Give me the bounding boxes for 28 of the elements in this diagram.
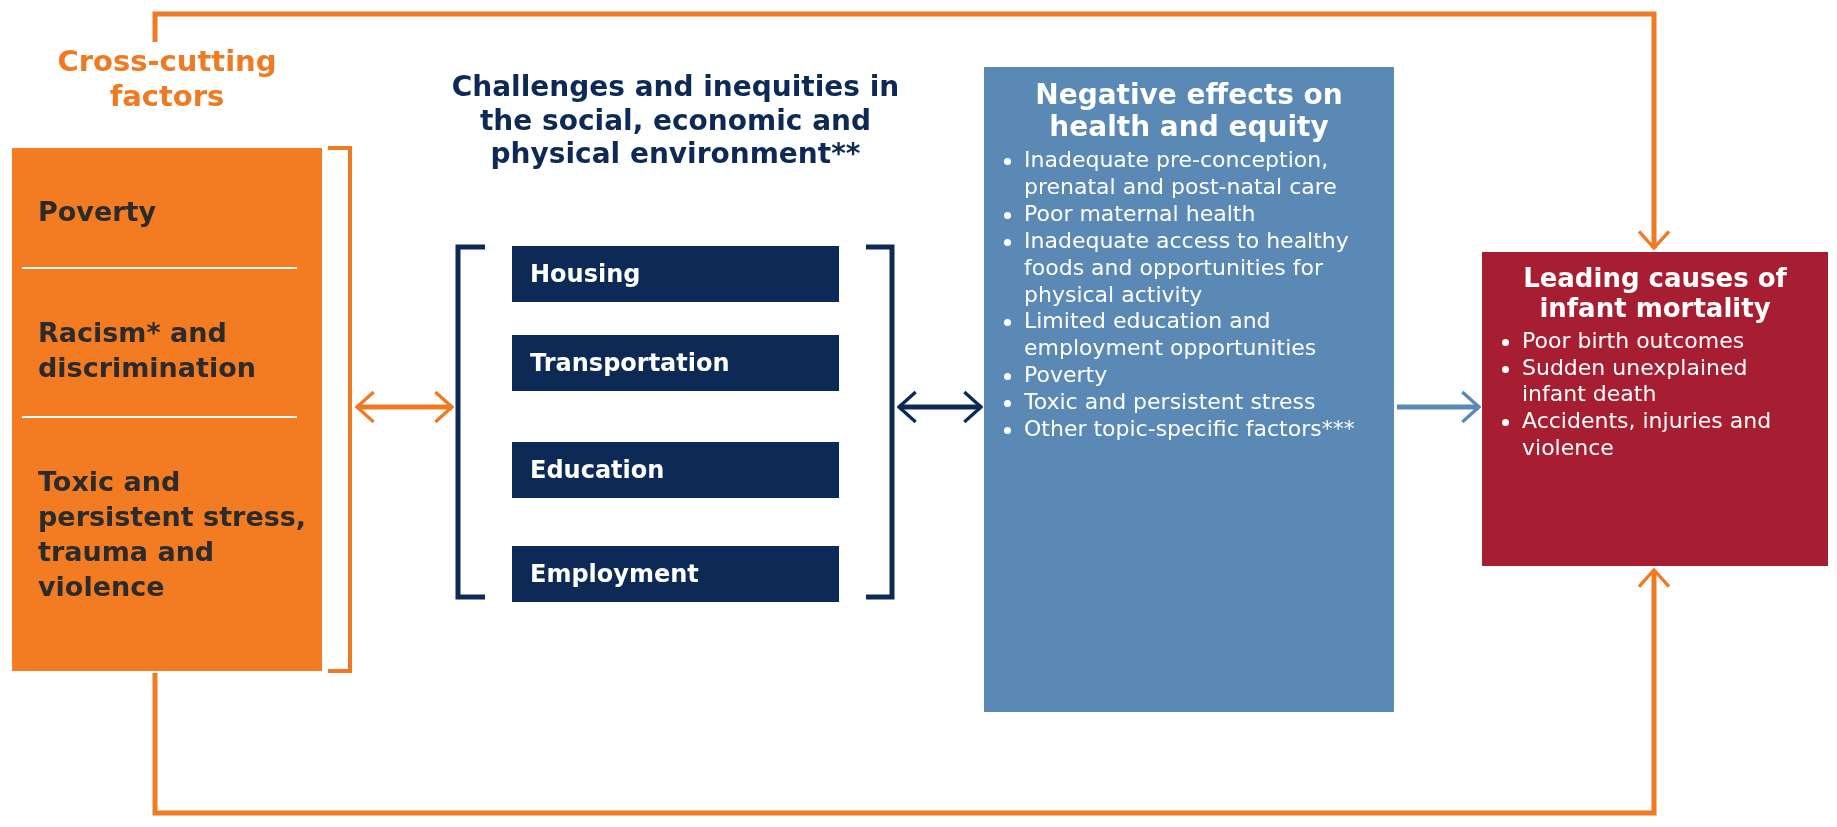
box-heading: Leading causes of infant mortality <box>1522 264 1788 324</box>
box-heading: Negative effects on health and equity <box>1034 79 1344 144</box>
causes-box <box>1482 252 1828 566</box>
category-box: Employment <box>512 546 839 602</box>
bullet-item: Other topic-specific factors*** <box>998 415 1380 443</box>
bullet-item: Sudden unexplained infant death <box>1496 354 1814 409</box>
factor-text: Racism* and discrimination <box>38 316 257 386</box>
bullet-item: Inadequate access to healthy foods and opportunities for physical activity <box>998 227 1380 309</box>
bullet-item: Poverty <box>998 362 1380 389</box>
bullet-item: Inadequate pre-conception, prenatal and post-natal care <box>998 147 1380 202</box>
group-heading: Challenges and inequities in the social, economic and physical environment** <box>450 70 901 171</box>
arrow <box>355 390 454 424</box>
bullet-item: Toxic and persistent stress <box>998 388 1380 416</box>
arrow <box>1397 390 1481 424</box>
category-box: Housing <box>512 246 839 302</box>
bullet-item: Limited education and employment opportunities <box>998 308 1380 362</box>
arrow <box>152 568 1671 816</box>
bullet-item: Poor birth outcomes <box>1496 327 1814 355</box>
arrow <box>152 11 1671 250</box>
factor-text: Poverty <box>38 195 158 229</box>
arrow <box>897 390 983 424</box>
category-box: Education <box>512 442 839 498</box>
panel-heading: Cross-cutting factors <box>56 44 278 114</box>
category-box: Transportation <box>512 335 839 391</box>
bullet-item: Poor maternal health <box>998 201 1380 228</box>
bullet-item: Accidents, injuries and violence <box>1496 408 1814 462</box>
factor-text: Toxic and persistent stress, trauma and violence <box>38 465 308 605</box>
effects-box <box>984 67 1394 712</box>
